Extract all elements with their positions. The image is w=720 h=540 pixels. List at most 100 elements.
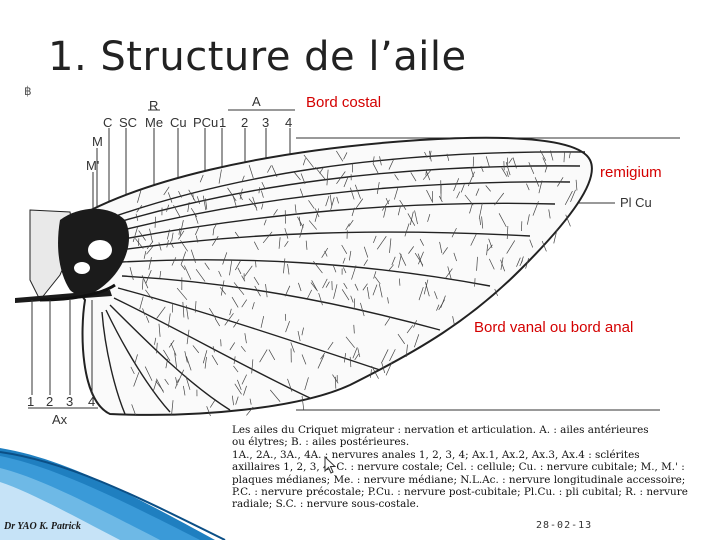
wing-cell-vein <box>159 270 162 279</box>
wing-cells <box>129 150 578 417</box>
wing-cell-vein <box>173 205 181 218</box>
wing-cell-vein <box>212 228 215 236</box>
wing-cell-vein <box>548 209 551 219</box>
label-bord-vanal: Bord vanal ou bord anal <box>474 319 634 336</box>
wing-cell-vein <box>379 156 382 166</box>
wing-cell-vein <box>237 379 242 390</box>
wing-cell-vein <box>453 178 460 192</box>
wing-cell-vein <box>166 204 170 212</box>
wing-cell-vein <box>516 257 521 267</box>
wing-cell-vein <box>418 286 424 301</box>
wing-cell-vein <box>563 151 565 163</box>
wing-cell-vein <box>174 379 179 389</box>
letter-ax-4: 4 <box>88 394 95 409</box>
wing-cell-vein <box>145 289 153 300</box>
wing-cell-vein <box>321 247 329 258</box>
wing-cell-vein <box>549 150 554 161</box>
wing-cell-vein <box>227 187 237 202</box>
wing-cell-vein <box>233 365 239 373</box>
wing-cell-vein <box>199 174 204 183</box>
wing-cell-vein <box>397 333 406 345</box>
wing-cell-vein <box>460 184 465 193</box>
wing-cell-vein <box>248 198 257 209</box>
wing-cell-vein <box>180 251 187 266</box>
wing-cell-vein <box>302 158 306 166</box>
wing-cell-vein <box>163 186 170 196</box>
wing-cell-vein <box>233 282 245 296</box>
wing-cell-vein <box>213 222 218 230</box>
wing-cell-vein <box>284 240 289 247</box>
wing-cell-vein <box>237 267 242 275</box>
wing-cell-vein <box>177 369 185 383</box>
wing-cell-vein <box>318 292 323 306</box>
wing-cell-vein <box>240 345 246 352</box>
wing-cell-vein <box>538 180 543 194</box>
wing-cell-vein <box>209 400 216 408</box>
wing-cell-vein <box>366 287 370 300</box>
wing-cell-vein <box>308 220 318 230</box>
wing-cell-vein <box>220 280 225 296</box>
wing-cell-vein <box>290 342 295 353</box>
wing-cell-vein <box>407 213 416 226</box>
wing-cell-vein <box>285 320 290 333</box>
wing-cell-vein <box>194 226 200 236</box>
wing-cell-vein <box>261 190 264 198</box>
wing-cell-vein <box>311 280 318 292</box>
wing-cell-vein <box>476 256 478 271</box>
wing-cell-vein <box>166 239 169 248</box>
wing-cell-vein <box>258 187 261 194</box>
wing-cell-vein <box>166 229 171 240</box>
wing-cell-vein <box>300 173 306 185</box>
wing-cell-vein <box>344 353 346 363</box>
caption-line: Les ailes du Criquet migrateur : nervati… <box>232 424 649 436</box>
wing-cell-vein <box>376 236 387 250</box>
letter-SC: SC <box>119 115 137 130</box>
wing-cell-vein <box>325 195 330 207</box>
wing-cell-vein <box>231 395 234 406</box>
wing-cell-vein <box>262 231 273 244</box>
wing-cell-vein <box>284 228 289 239</box>
wing-cell-vein <box>260 315 265 328</box>
wing-cell-vein <box>542 157 547 167</box>
wing-cell-vein <box>167 192 173 203</box>
wing-cell-vein <box>297 330 301 342</box>
wing-cell-vein <box>261 203 264 210</box>
letter-C: C <box>103 115 112 130</box>
wing-cell-vein <box>374 276 381 285</box>
wing-cell-vein <box>388 264 394 271</box>
wing-cell-vein <box>184 351 188 363</box>
wing-cell-vein <box>190 249 196 264</box>
wing-cell-vein <box>284 313 287 321</box>
figure-caption: Les ailes du Criquet migrateur : nervati… <box>232 424 688 511</box>
wing-cell-vein <box>373 235 377 244</box>
wing-cell-vein <box>195 268 206 282</box>
letter-2: 2 <box>241 115 248 130</box>
wing-cell-vein <box>520 256 524 264</box>
wing-cell-vein <box>171 400 174 415</box>
wing-cell-vein <box>532 201 539 216</box>
wing-cell-vein <box>132 226 139 242</box>
wing-cell-vein <box>301 327 304 336</box>
wing-cell-vein <box>506 240 516 254</box>
wing-cell-vein <box>373 271 377 279</box>
wing-cell-vein <box>527 214 530 225</box>
wing-cell-vein <box>487 244 493 251</box>
wing-cell-vein <box>180 240 188 252</box>
wing-cell-vein <box>405 344 408 358</box>
wing-cell-vein <box>301 395 305 410</box>
wing-cell-vein <box>145 315 150 323</box>
wing-cell-vein <box>485 156 490 167</box>
wing-cell-vein <box>343 152 348 160</box>
wing-cell-vein <box>252 196 258 211</box>
wing-cell-vein <box>544 166 548 173</box>
wing-cell-vein <box>453 252 457 262</box>
wing-cell-vein <box>182 301 185 318</box>
wing-cell-vein <box>218 270 222 277</box>
wing-cell-vein <box>464 194 474 206</box>
wing-cell-vein <box>235 396 239 405</box>
wing-cell-vein <box>206 406 211 417</box>
wing-cell-vein <box>211 236 219 246</box>
wing-cell-vein <box>343 176 349 188</box>
wing-cell-vein <box>394 187 399 200</box>
caption-line: 1A., 2A., 3A., 4A. : nervures anales 1, … <box>232 448 640 461</box>
